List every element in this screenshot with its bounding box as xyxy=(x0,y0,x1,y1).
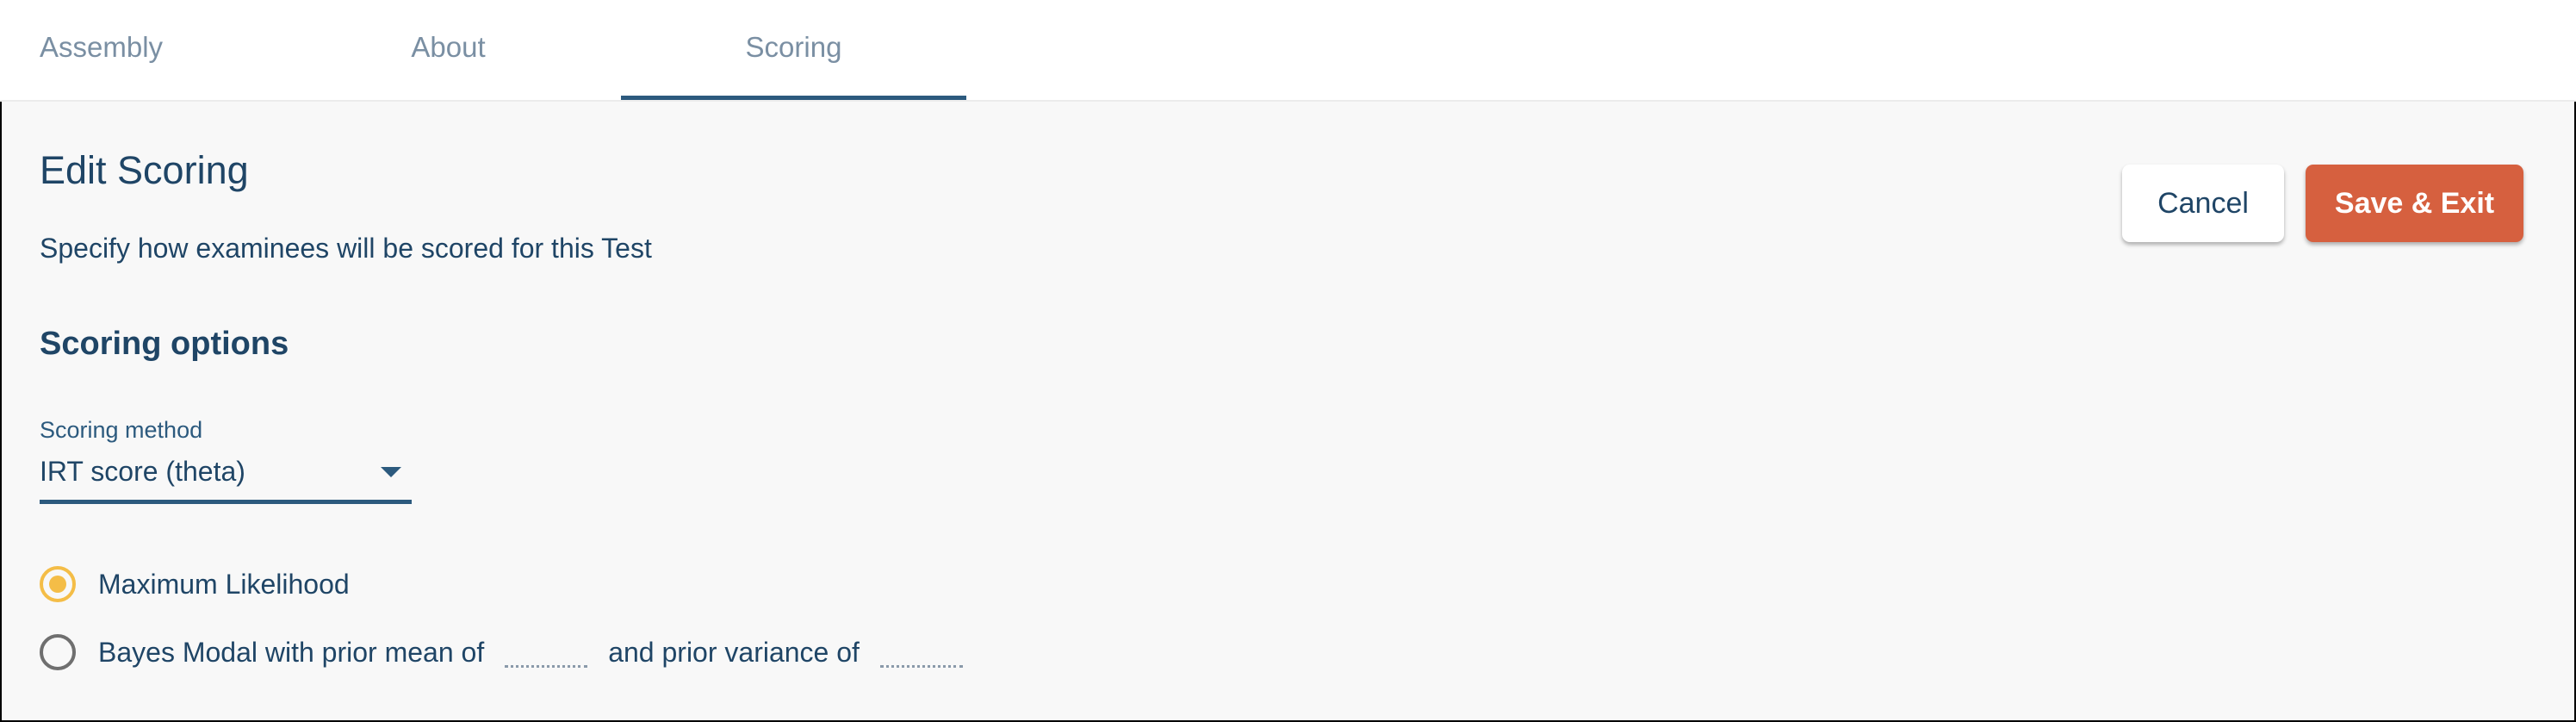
radio-unchecked-icon[interactable] xyxy=(40,634,76,670)
tab-label: Scoring xyxy=(745,31,842,63)
radio-label: Maximum Likelihood xyxy=(98,568,350,600)
radio-checked-icon[interactable] xyxy=(40,566,76,602)
scoring-method-select[interactable]: IRT score (theta) xyxy=(40,453,412,504)
scoring-method-label: Scoring method xyxy=(40,417,203,443)
tab-label: About xyxy=(411,31,486,63)
prior-mean-input[interactable] xyxy=(505,637,588,668)
tab-label: Assembly xyxy=(40,31,164,63)
tab-assembly[interactable]: Assembly xyxy=(40,0,163,100)
active-tab-indicator xyxy=(621,96,966,100)
radio-option-bayes-modal[interactable]: Bayes Modal with prior mean of and prior… xyxy=(40,630,984,675)
dropdown-arrow-icon xyxy=(381,467,401,477)
prior-variance-input[interactable] xyxy=(879,637,963,668)
cancel-button[interactable]: Cancel xyxy=(2122,165,2284,242)
radio-label-suffix: and prior variance of xyxy=(608,636,860,668)
save-exit-button[interactable]: Save & Exit xyxy=(2306,165,2523,242)
radio-label: Bayes Modal with prior mean of xyxy=(98,636,485,668)
radio-option-maximum-likelihood[interactable]: Maximum Likelihood xyxy=(40,562,350,607)
tab-bar: Assembly About Scoring xyxy=(0,0,2576,102)
tab-about[interactable]: About xyxy=(276,0,621,100)
page-title: Edit Scoring xyxy=(40,148,249,192)
page-subtitle: Specify how examinees will be scored for… xyxy=(40,233,652,264)
tab-scoring[interactable]: Scoring xyxy=(621,0,966,100)
scoring-method-value: IRT score (theta) xyxy=(40,456,245,487)
section-heading: Scoring options xyxy=(40,326,289,362)
